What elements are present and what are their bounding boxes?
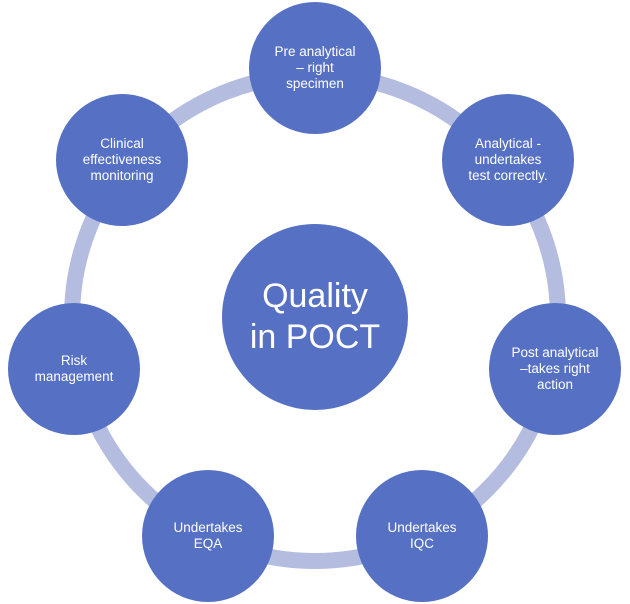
node-undertakes-eqa: Undertakes EQA bbox=[142, 470, 274, 602]
node-label: Risk management bbox=[34, 352, 114, 384]
node-undertakes-iqc: Undertakes IQC bbox=[356, 470, 488, 602]
node-label: Undertakes EQA bbox=[173, 519, 243, 551]
center-node-label: Quality in POCT bbox=[249, 277, 381, 356]
node-pre-analytical: Pre analytical – right specimen bbox=[249, 2, 381, 134]
node-analytical: Analytical - undertakes test correctly. bbox=[442, 94, 574, 226]
node-label: Post analytical –takes right action bbox=[511, 344, 599, 393]
node-label: Analytical - undertakes test correctly. bbox=[468, 135, 548, 184]
node-label: Pre analytical – right specimen bbox=[274, 43, 356, 92]
node-risk-management: Risk management bbox=[8, 303, 140, 435]
node-clinical-effectiveness-monitoring: Clinical effectiveness monitoring bbox=[56, 94, 188, 226]
node-post-analytical: Post analytical –takes right action bbox=[489, 303, 621, 435]
node-label: Undertakes IQC bbox=[387, 519, 457, 551]
center-node-quality-in-poct: Quality in POCT bbox=[222, 224, 408, 410]
node-label: Clinical effectiveness monitoring bbox=[82, 135, 162, 184]
